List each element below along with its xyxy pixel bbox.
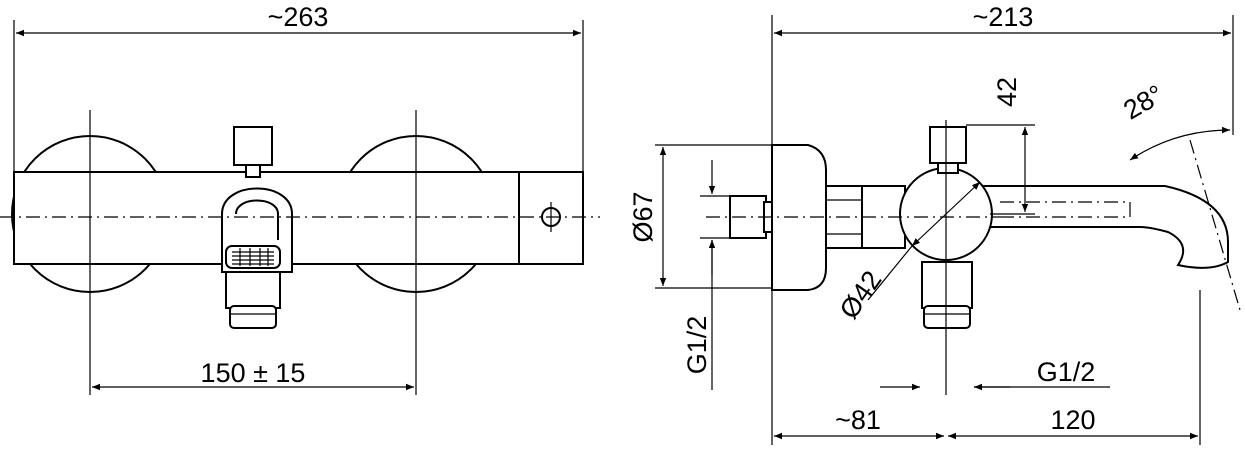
side-shower-outlet: [921, 261, 973, 309]
top-offset-dimension-label: 42: [992, 77, 1022, 107]
shower-connector: [229, 305, 277, 329]
outlet-thread-label: G1/2: [1037, 357, 1096, 387]
side-view: ~213 42 28° Ø67 G1/2 Ø42 G1/2 ~81 120: [628, 2, 1241, 445]
diverter-button: [233, 126, 273, 166]
distance-dimension-label: 150 ± 15: [201, 358, 306, 388]
side-rosette: [771, 144, 827, 291]
front-view: ~263 150 ± 15: [0, 2, 600, 395]
knob-diameter-dimension-line: [911, 181, 981, 247]
side-shower-connector: [923, 305, 971, 329]
aerator-mesh: [232, 248, 274, 266]
depth-dimension-label: ~213: [973, 2, 1034, 32]
side-diverter-button: [929, 126, 967, 164]
spout-length-label: 120: [1050, 405, 1095, 435]
aerator: [225, 245, 281, 269]
knob-diameter-label: Ø42: [834, 265, 888, 324]
inlet-thread-label: G1/2: [682, 316, 712, 375]
inlet-depth-label: ~81: [835, 405, 881, 435]
angle-label: 28°: [1118, 79, 1168, 125]
width-dimension-label: ~263: [268, 2, 329, 32]
spout: [979, 185, 1229, 269]
body-diameter-label: Ø67: [628, 191, 658, 242]
